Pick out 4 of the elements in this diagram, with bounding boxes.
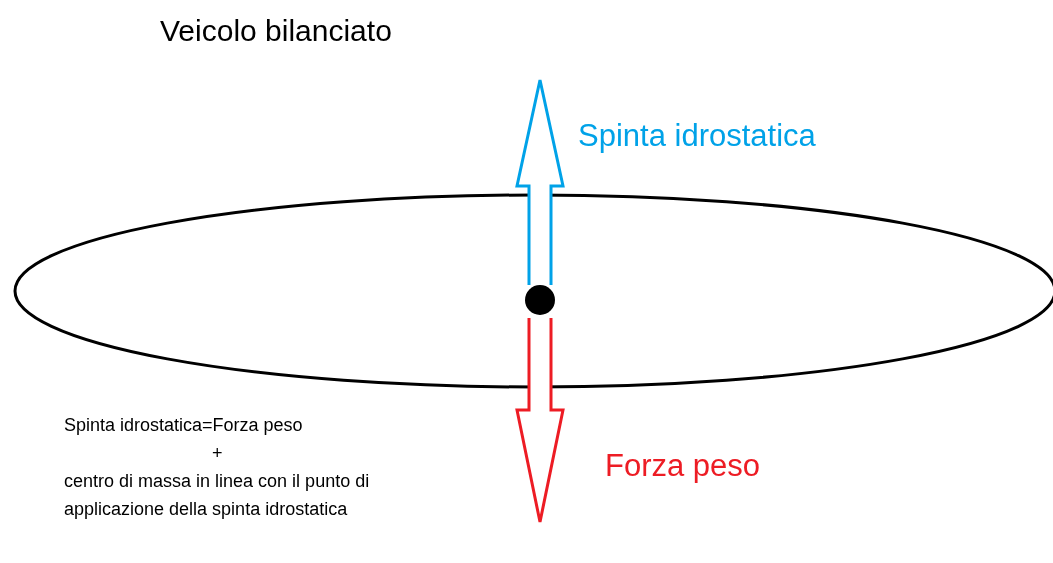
diagram-title: Veicolo bilanciato <box>160 14 392 48</box>
note-text: Spinta idrostatica=Forza peso <box>64 414 303 437</box>
plus-sign: + <box>212 442 223 465</box>
note-text: centro di massa in linea con il punto di applicazione della spinta idrostatica <box>64 470 371 521</box>
